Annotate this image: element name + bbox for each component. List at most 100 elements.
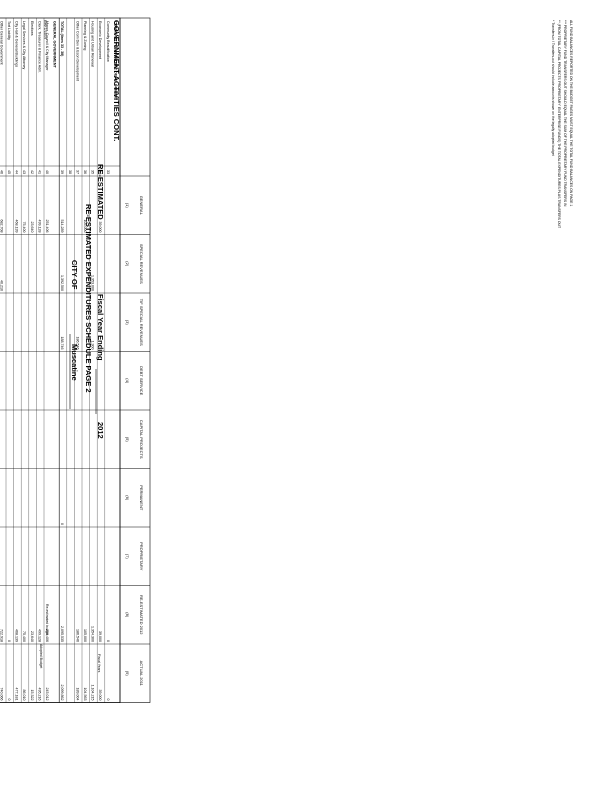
row-line-number: 37 [75,170,79,174]
cell-value: 0 [106,640,110,642]
footnote: *** PROPRIETARY FUND TRANSFERS OUT SHOUL… [563,20,567,207]
expenditure-table: GENERAL(1)SPECIAL REVENUES(2)TIF SPECIAL… [0,17,151,703]
cell-value: 0 [7,640,11,642]
column-header: DEBT SERVICE [139,366,144,396]
row-label: TOTAL (lines 33 - 38) [60,21,64,57]
cell-value: 2,095,535 [60,626,64,642]
cell-value: 39,000 [98,690,102,701]
cell-value: 1,392,500 [60,275,64,291]
row-label: Other General Government [0,21,3,65]
cell-value: 1,353,000 [91,275,95,291]
cell-value: 189,004 [75,688,79,701]
column-number: (7) [125,554,130,560]
cell-value: 0 [60,523,64,525]
row-label: Housing and Urban Renewal [91,21,95,67]
cell-value: 682,708 [0,220,3,233]
column-number: (1) [125,203,130,209]
section-title-govt-cont: GOVERNMENT ACTIVITIES CONT. [112,20,121,141]
cell-value: 15,322 [30,690,34,701]
row-label: Legal Services & City Attorney [22,21,26,70]
footnotes: * Transfers-in / Transfers-out should in… [551,20,573,228]
row-label: Planning & Zoning [83,21,87,50]
cell-value: 495,216 [37,688,41,701]
cell-value: 0 [7,699,11,701]
cell-value: 186,546 [75,629,79,642]
cell-value: 245,012 [45,688,49,701]
column-number: (2) [125,261,130,267]
row-line-number: 45 [7,170,11,174]
cell-value: 2,099,862 [60,685,64,701]
cell-value: 105,000 [83,629,87,642]
cell-value: 251,406 [45,629,49,642]
cell-value: 23,640 [30,631,34,642]
cell-value: 499,128 [37,629,41,642]
cell-value: 1,104,215 [91,685,95,701]
row-label: Other Com Dev & Econ Development [75,21,79,81]
re-estimated-label: RE-ESTIMATED [96,164,105,220]
column-header: GENERAL [139,196,144,216]
row-line-number: 39 [60,170,64,174]
column-header: CAPITAL PROJECTS [139,420,144,459]
row-line-number: 38 [68,170,72,174]
row-line-number: 34 [98,170,102,174]
row-line-number: 36 [83,170,87,174]
cell-value: 39,000 [98,631,102,642]
cell-value: 251,406 [45,220,49,233]
form-number: Rev. 1/15/09 [43,20,47,39]
row-label: Mayor, Council & City Manager [45,21,49,71]
table-frame [0,17,121,703]
cell-value: 40,210 [0,280,3,291]
row-label: Economic Development [98,21,102,59]
row-line-number: 33 [106,170,110,174]
row-line-number: 41 [37,170,41,174]
cell-value: 39,000 [98,222,102,233]
cell-value: 477,181 [15,688,19,701]
right-header-1: Adopted Budget [39,644,43,668]
right-header-3: Fiscal Years [97,654,101,673]
column-header: ACTUAL 2011 [139,661,144,687]
cell-value: 186,546 [75,337,79,350]
cell-value: 514,289 [60,220,64,233]
cell-value: 75,400 [22,222,26,233]
row-line-number: 46 [0,170,3,174]
right-header-2: Re-estimated budget [45,604,49,636]
section-title: COMMUNITY & ECONOMIC DEVELOPMENT [113,21,117,101]
row-label: City Hall & General Buildings [15,21,19,67]
column-header: PROPRIETARY [139,542,144,571]
cell-value: 188,746 [60,337,64,350]
column-number: (5) [125,437,130,443]
row-label: Tort Liability [7,21,11,40]
cell-value: 75,400 [22,631,26,642]
column-header: RE-ESTIMATED 2012 [139,595,144,635]
footnote: ALL FUND BALANCES REPORTED ON THE BUDGET… [569,20,573,206]
row-label: Clerk, Treasurer & Finance Adm. [37,21,41,73]
fiscal-year: 2012 [96,422,105,439]
cell-value: 740,066 [0,688,3,701]
column-number: (8) [125,612,130,618]
column-header: SPECIAL REVENUES [139,244,144,284]
schedule-title: RE-ESTIMATED EXPENDITURES SCHEDULE PAGE … [84,204,93,393]
cell-value: 499,128 [37,220,41,233]
fiscal-year-ending-label: Fiscal Year Ending [96,294,105,361]
column-number: (4) [125,378,130,384]
row-line-number: 40 [45,170,49,174]
row-line-number: 44 [15,170,19,174]
footnote: * Transfers-in / Transfers-out should in… [551,20,555,156]
column-number: (9) [125,671,130,677]
cell-value: 0 [106,699,110,701]
column-number: (6) [125,495,130,501]
header-row [119,17,151,703]
footnote: ** (FROM TOTAL CAPITAL PROJECTS 'PROPRIE… [557,20,561,228]
row-label: Elections [30,21,34,36]
section-title: GENERAL GOVERNMENT [53,21,57,68]
cell-value: 86,010 [22,690,26,701]
row-label: Community Beautification [106,21,110,62]
column-header: PERMANENT [139,485,144,511]
cell-value: 104,563 [83,688,87,701]
cell-value: 468,139 [15,629,19,642]
cell-value: 105,000 [83,220,87,233]
cell-value: 468,139 [15,220,19,233]
cell-value: 1,300 [91,341,95,350]
row-line-number: 35 [91,170,95,174]
